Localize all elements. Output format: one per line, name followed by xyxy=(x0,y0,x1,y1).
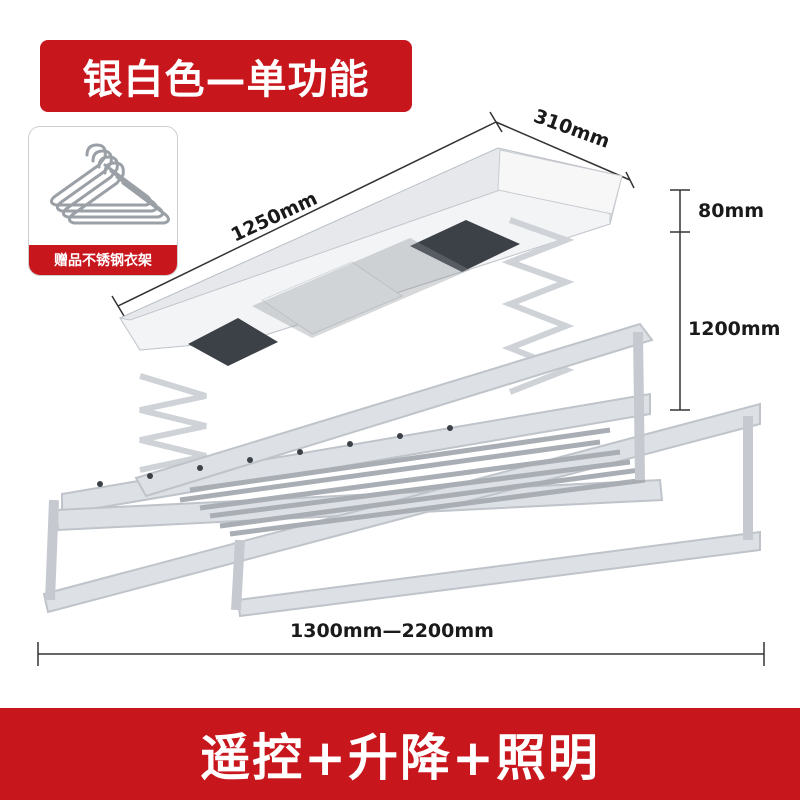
product-variant-title: 银白色—单功能 xyxy=(40,40,412,112)
scissor-lift-left xyxy=(139,373,207,473)
drop-height-label: 1200mm xyxy=(688,318,781,340)
width-dimension-line xyxy=(495,121,635,189)
fan-grille-left xyxy=(188,318,278,366)
gift-hanger-card: 赠品不锈钢衣架 xyxy=(28,126,178,276)
extend-length-label: 1300mm—2200mm xyxy=(290,620,494,642)
led-light-panel xyxy=(260,261,404,335)
extend-dimension-line xyxy=(37,642,765,666)
fan-grille-right xyxy=(410,220,520,272)
features-banner: 遥控+升降+照明 xyxy=(0,708,800,800)
hanger-icon xyxy=(49,143,171,225)
gift-label: 赠品不锈钢衣架 xyxy=(29,245,177,275)
height-dimension-line xyxy=(670,189,690,411)
hanging-rods xyxy=(179,427,646,537)
box-height-label: 80mm xyxy=(698,200,765,222)
